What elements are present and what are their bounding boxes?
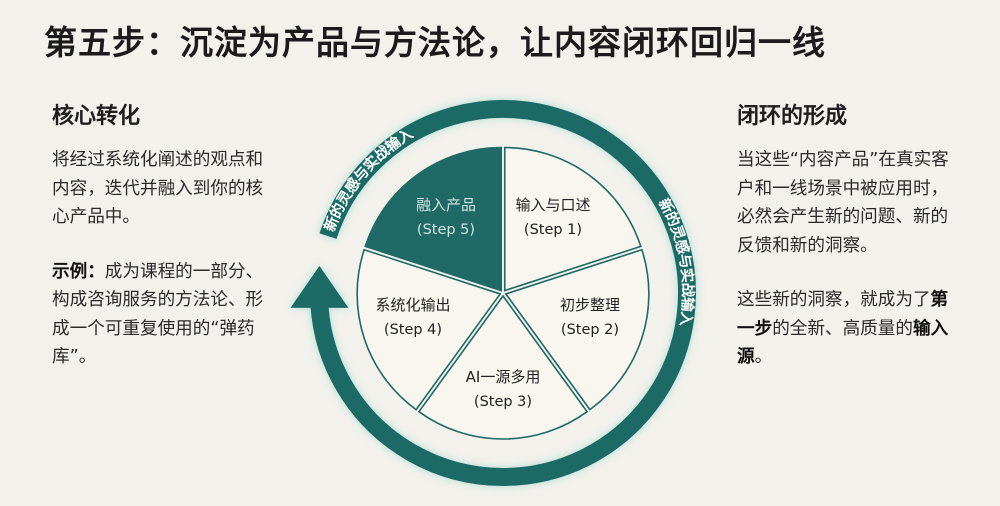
step-5-slice bbox=[364, 146, 503, 292]
step-2-number: (Step 2) bbox=[561, 322, 619, 338]
section-paragraph: 当这些“内容产品”在真实客户和一线场景中被应用时，必然会产生新的问题、新的反馈和… bbox=[737, 150, 949, 256]
step-3-label: AI一源多用 bbox=[466, 368, 541, 386]
cycle-arrow-ring bbox=[290, 100, 696, 486]
step-1-label: 输入与口述 bbox=[515, 196, 590, 214]
text: 。 bbox=[754, 347, 773, 367]
core-transformation-section: 核心转化 将经过系统化阐述的观点和内容，迭代并融入到你的核心产品中。 示例：成为… bbox=[52, 98, 272, 398]
example-label: 示例： bbox=[52, 261, 105, 282]
insight-paragraph: 这些新的洞察，就成为了第一步的全新、高质量的输入源。 bbox=[737, 286, 957, 372]
ring-arc bbox=[310, 100, 696, 486]
step-2-label: 初步整理 bbox=[560, 296, 620, 314]
page-title: 第五步：沉淀为产品与方法论，让内容闭环回归一线 bbox=[44, 23, 826, 62]
text: 这些新的洞察，就成为了 bbox=[737, 290, 931, 310]
loop-formation-section: 闭环的形成 当这些“内容产品”在真实客户和一线场景中被应用时，必然会产生新的问题… bbox=[737, 98, 957, 398]
bold-text: 第一步 bbox=[737, 290, 949, 339]
section-heading: 核心转化 bbox=[52, 104, 141, 129]
step-5-label: 融入产品 bbox=[416, 196, 476, 214]
step-1-number: (Step 1) bbox=[524, 222, 582, 238]
example-text: 成为课程的一部分、构成咨询服务的方法论、形成一个可重复使用的“弹药库”。 bbox=[52, 261, 264, 368]
step-4-slice bbox=[356, 248, 502, 411]
bold-text: 输入源 bbox=[737, 318, 949, 368]
step-1-slice bbox=[503, 146, 642, 292]
section-paragraph: 将经过系统化阐述的观点和内容，迭代并融入到你的核心产品中。 bbox=[52, 150, 264, 227]
step-3-slice bbox=[417, 294, 589, 440]
step-4-label: 系统化输出 bbox=[375, 296, 450, 314]
step-2-slice bbox=[504, 248, 650, 411]
section-heading: 闭环的形成 bbox=[737, 104, 848, 129]
text: 的全新、高质量的 bbox=[772, 318, 913, 339]
step-5-number: (Step 5) bbox=[417, 222, 475, 238]
arrow-up-icon bbox=[290, 265, 349, 308]
step-pie: 输入与口述 (Step 1) 初步整理 (Step 2) AI一源多用 (Step 3) 系… bbox=[356, 146, 650, 440]
step-3-number: (Step 3) bbox=[474, 394, 532, 410]
step-4-number: (Step 4) bbox=[384, 322, 442, 338]
example-paragraph: 示例：成为课程的一部分、构成咨询服务的方法论、形成一个可重复使用的“弹药库”。 bbox=[52, 258, 272, 372]
